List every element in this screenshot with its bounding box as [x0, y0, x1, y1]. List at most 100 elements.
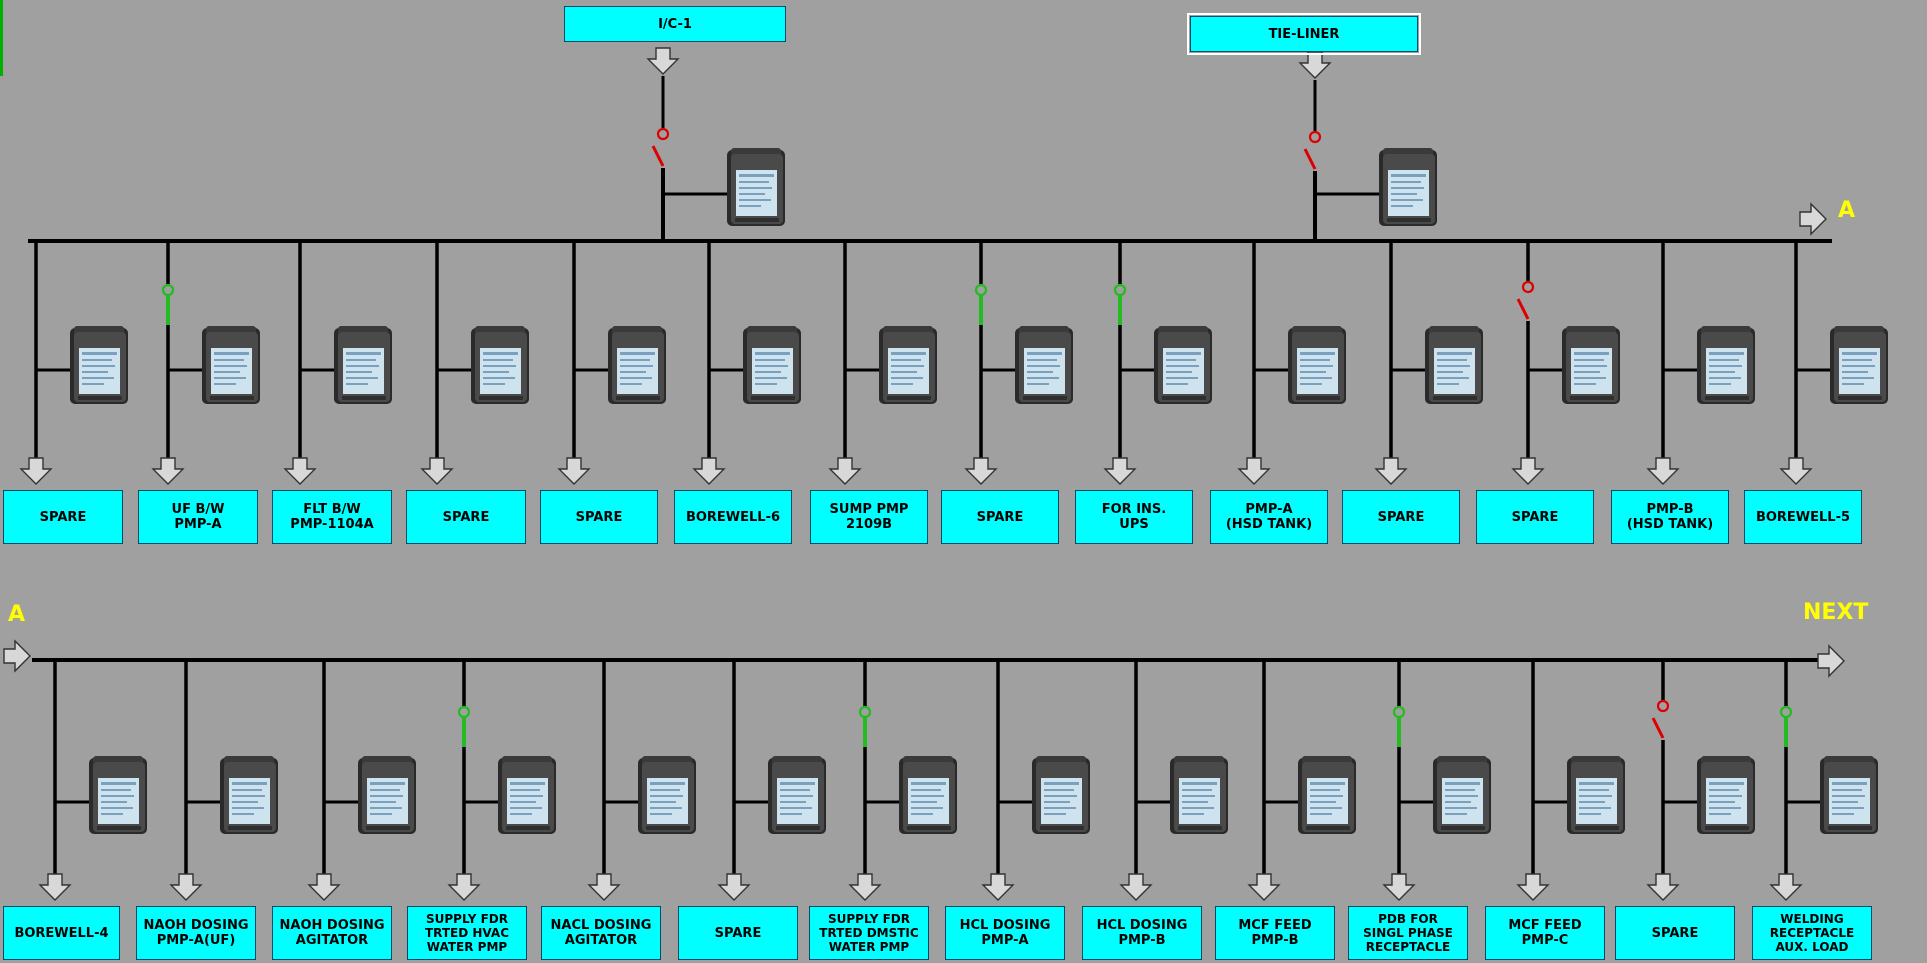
- row1-feeder-14-label[interactable]: BOREWELL-5: [1744, 490, 1862, 544]
- row1-feeder-11-meter[interactable]: [1425, 326, 1483, 404]
- row1-feeder-6-meter[interactable]: [743, 326, 801, 404]
- row2-feeder-11-breaker[interactable]: [1392, 705, 1406, 747]
- row2-feeder-4-arrow: [448, 873, 480, 901]
- tie-liner-breaker[interactable]: [1303, 130, 1322, 170]
- row1-feeder-6-label[interactable]: BOREWELL-6: [674, 490, 792, 544]
- row2-feeder-2-meter[interactable]: [220, 756, 278, 834]
- row2-feeder-6-label[interactable]: SPARE: [678, 906, 798, 960]
- row2-feeder-13-meter[interactable]: [1697, 756, 1755, 834]
- row2-feeder-4-breaker[interactable]: [457, 705, 471, 747]
- row2-feeder-10-label[interactable]: MCF FEED PMP-B: [1215, 906, 1335, 960]
- row1-feeder-3-label[interactable]: FLT B/W PMP-1104A: [272, 490, 392, 544]
- row2-feeder-3-meter[interactable]: [358, 756, 416, 834]
- row1-feeder-2-label[interactable]: UF B/W PMP-A: [138, 490, 258, 544]
- row2-feeder-7-arrow: [849, 873, 881, 901]
- next-page-label[interactable]: NEXT: [1803, 600, 1869, 625]
- row1-feeder-4-arrow: [421, 457, 453, 485]
- row1-feeder-8-meter[interactable]: [1015, 326, 1073, 404]
- bus-start-tag: A: [8, 602, 26, 627]
- row1-feeder-7-meter[interactable]: [879, 326, 937, 404]
- row1-feeder-10-label[interactable]: PMP-A (HSD TANK): [1210, 490, 1328, 544]
- row2-feeder-1-arrow: [39, 873, 71, 901]
- status-indicator-strip: [0, 0, 3, 76]
- row2-feeder-5-label[interactable]: NACL DOSING AGITATOR: [541, 906, 661, 960]
- tie-liner-meter[interactable]: [1379, 148, 1437, 226]
- bus-start-arrow: [3, 640, 31, 672]
- row2-feeder-5-arrow: [588, 873, 620, 901]
- row2-feeder-8-label[interactable]: HCL DOSING PMP-A: [945, 906, 1065, 960]
- row1-feeder-8-label[interactable]: SPARE: [941, 490, 1059, 544]
- row1-feeder-10-meter[interactable]: [1288, 326, 1346, 404]
- row1-feeder-12-breaker[interactable]: [1516, 280, 1535, 320]
- row1-feeder-5-label[interactable]: SPARE: [540, 490, 658, 544]
- row2-feeder-10-meter[interactable]: [1298, 756, 1356, 834]
- row1-feeder-12-arrow: [1512, 457, 1544, 485]
- row2-feeder-7-meter[interactable]: [899, 756, 957, 834]
- row1-feeder-9-arrow: [1104, 457, 1136, 485]
- row2-feeder-4-meter[interactable]: [498, 756, 556, 834]
- row2-feeder-5-meter[interactable]: [638, 756, 696, 834]
- row1-feeder-2-breaker[interactable]: [161, 283, 175, 325]
- row1-feeder-13-meter[interactable]: [1697, 326, 1755, 404]
- row2-feeder-3-label[interactable]: NAOH DOSING AGITATOR: [272, 906, 392, 960]
- row1-feeder-3-meter[interactable]: [334, 326, 392, 404]
- row1-feeder-14-arrow: [1780, 457, 1812, 485]
- row1-feeder-1-meter[interactable]: [70, 326, 128, 404]
- row1-feeder-7-label[interactable]: SUMP PMP 2109B: [810, 490, 928, 544]
- row2-feeder-14-arrow: [1770, 873, 1802, 901]
- row2-feeder-14-label[interactable]: WELDING RECEPTACLE AUX. LOAD: [1752, 906, 1872, 960]
- row1-feeder-13-arrow: [1647, 457, 1679, 485]
- row1-feeder-4-meter[interactable]: [471, 326, 529, 404]
- row1-feeder-2-meter[interactable]: [202, 326, 260, 404]
- row1-feeder-8-breaker[interactable]: [974, 283, 988, 325]
- row2-feeder-9-meter[interactable]: [1170, 756, 1228, 834]
- row2-feeder-14-meter[interactable]: [1820, 756, 1878, 834]
- row1-feeder-1-label[interactable]: SPARE: [3, 490, 123, 544]
- next-page-arrow[interactable]: [1817, 645, 1845, 677]
- row2-feeder-1-label[interactable]: BOREWELL-4: [3, 906, 120, 960]
- row2-feeder-6-meter[interactable]: [768, 756, 826, 834]
- row1-feeder-1-arrow: [20, 457, 52, 485]
- row1-feeder-11-label[interactable]: SPARE: [1342, 490, 1460, 544]
- row2-feeder-14-breaker[interactable]: [1779, 705, 1793, 747]
- row2-feeder-13-label[interactable]: SPARE: [1615, 906, 1735, 960]
- row2-feeder-4-label[interactable]: SUPPLY FDR TRTED HVAC WATER PMP: [407, 906, 527, 960]
- row2-feeder-12-label[interactable]: MCF FEED PMP-C: [1485, 906, 1605, 960]
- row2-feeder-13-breaker[interactable]: [1651, 699, 1670, 739]
- incomer-ic1-label[interactable]: I/C-1: [564, 6, 786, 42]
- row2-feeder-7-label[interactable]: SUPPLY FDR TRTED DMSTIC WATER PMP: [809, 906, 929, 960]
- row2-feeder-11-label[interactable]: PDB FOR SINGL PHASE RECEPTACLE: [1348, 906, 1468, 960]
- row2-feeder-13-arrow: [1647, 873, 1679, 901]
- row1-feeder-7-arrow: [829, 457, 861, 485]
- bus-continue-tag: A: [1838, 198, 1856, 223]
- row2-feeder-9-label[interactable]: HCL DOSING PMP-B: [1082, 906, 1202, 960]
- row2-feeder-6-arrow: [718, 873, 750, 901]
- row1-feeder-9-label[interactable]: FOR INS. UPS: [1075, 490, 1193, 544]
- row2-feeder-7-breaker[interactable]: [858, 705, 872, 747]
- row2-feeder-12-meter[interactable]: [1567, 756, 1625, 834]
- row2-feeder-8-meter[interactable]: [1032, 756, 1090, 834]
- row2-feeder-2-label[interactable]: NAOH DOSING PMP-A(UF): [136, 906, 256, 960]
- row2-feeder-11-meter[interactable]: [1433, 756, 1491, 834]
- row1-feeder-14-meter[interactable]: [1830, 326, 1888, 404]
- tie-liner-label[interactable]: TIE-LINER: [1187, 13, 1421, 55]
- row1-feeder-10-arrow: [1238, 457, 1270, 485]
- incomer-ic1-breaker[interactable]: [651, 127, 670, 167]
- row2-feeder-2-arrow: [170, 873, 202, 901]
- row2-feeder-12-arrow: [1517, 873, 1549, 901]
- row1-feeder-5-meter[interactable]: [608, 326, 666, 404]
- row1-feeder-11-arrow: [1375, 457, 1407, 485]
- row1-feeder-5-arrow: [558, 457, 590, 485]
- row2-feeder-1-meter[interactable]: [89, 756, 147, 834]
- row2-feeder-9-arrow: [1120, 873, 1152, 901]
- row1-feeder-12-meter[interactable]: [1562, 326, 1620, 404]
- row1-feeder-9-breaker[interactable]: [1113, 283, 1127, 325]
- row1-feeder-12-label[interactable]: SPARE: [1476, 490, 1594, 544]
- incomer-ic1-meter[interactable]: [727, 148, 785, 226]
- bus-continue-arrow[interactable]: [1799, 203, 1827, 235]
- row1-feeder-4-label[interactable]: SPARE: [406, 490, 526, 544]
- row1-feeder-13-label[interactable]: PMP-B (HSD TANK): [1611, 490, 1729, 544]
- tie-liner-arrow: [1299, 51, 1331, 79]
- row1-feeder-9-meter[interactable]: [1154, 326, 1212, 404]
